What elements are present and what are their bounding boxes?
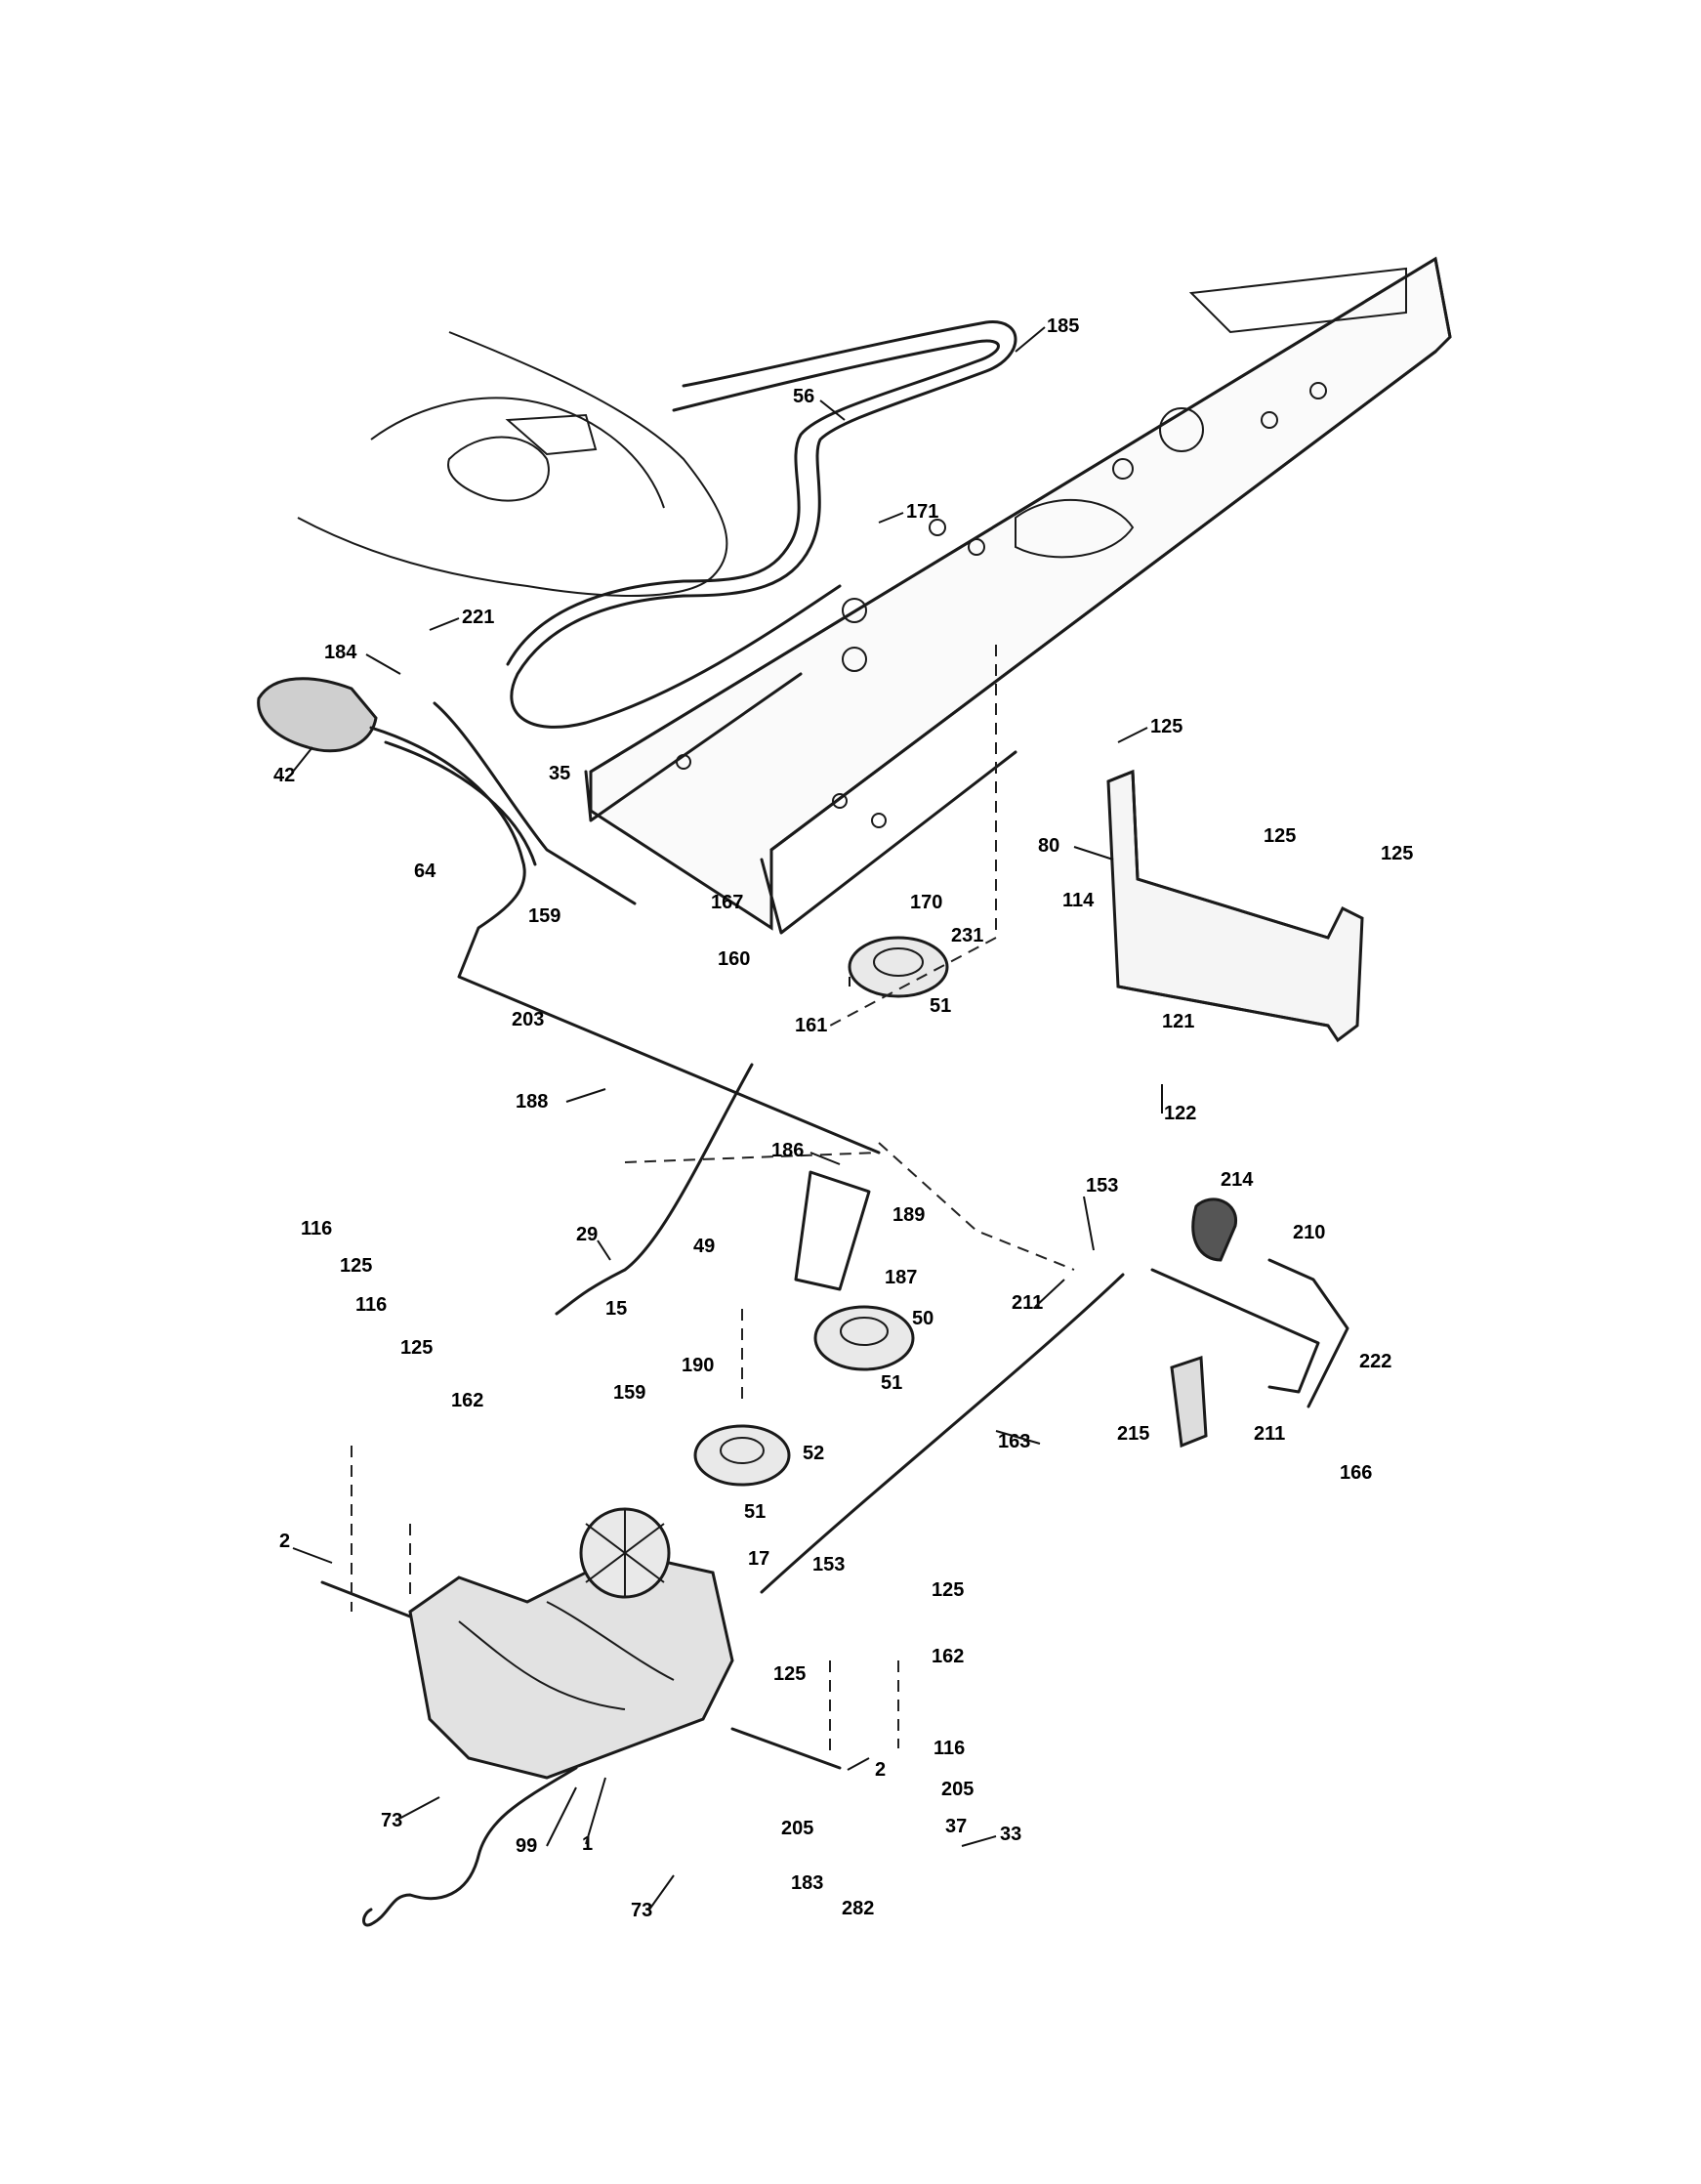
callout-221: 221	[462, 607, 494, 628]
callout-42: 42	[273, 765, 295, 786]
callout-50: 50	[912, 1308, 933, 1329]
callout-159-top: 159	[528, 905, 560, 927]
callout-73-bottom: 73	[631, 1900, 652, 1921]
callout-121: 121	[1162, 1011, 1194, 1032]
callout-125-center-top: 125	[932, 1579, 964, 1601]
callout-190: 190	[682, 1355, 714, 1376]
callout-167: 167	[711, 892, 743, 913]
callout-214: 214	[1221, 1169, 1254, 1191]
callout-125-top: 125	[1150, 716, 1182, 737]
callout-159-bottom: 159	[613, 1382, 645, 1404]
callout-2-left: 2	[279, 1531, 290, 1552]
callout-125-right: 125	[1381, 843, 1413, 864]
main-frame	[584, 256, 1452, 935]
brake-pedal-assembly	[1150, 1197, 1349, 1449]
callout-205-right: 205	[941, 1779, 974, 1800]
callout-80: 80	[1038, 835, 1059, 857]
reference-lines	[351, 645, 1075, 1758]
callout-170: 170	[910, 892, 942, 913]
callout-64: 64	[414, 861, 436, 882]
callout-163: 163	[998, 1431, 1030, 1452]
idler-pulley-231	[848, 936, 949, 998]
transaxle	[320, 1507, 842, 1780]
callout-183: 183	[791, 1872, 823, 1894]
callout-162-right: 162	[932, 1646, 964, 1667]
leader-lines	[292, 326, 1163, 1911]
callout-203: 203	[512, 1009, 544, 1030]
callout-125-left-top: 125	[340, 1255, 372, 1277]
callout-186: 186	[771, 1140, 804, 1161]
callout-15: 15	[605, 1298, 627, 1320]
callout-231: 231	[951, 925, 983, 946]
callout-99: 99	[516, 1835, 537, 1857]
callout-161: 161	[795, 1015, 827, 1036]
callout-185: 185	[1047, 315, 1079, 337]
callout-labels: 185 56 171 221 184 42 35 64 125 80 125 1…	[273, 315, 1413, 1921]
callout-188: 188	[516, 1091, 548, 1113]
callout-282: 282	[842, 1898, 874, 1919]
callout-153-right: 153	[1086, 1175, 1118, 1197]
callout-125-mid: 125	[1264, 825, 1296, 847]
callout-17: 17	[748, 1548, 769, 1570]
callout-51-mid: 51	[881, 1372, 902, 1394]
callout-160: 160	[718, 948, 750, 970]
drive-belt	[506, 320, 1017, 729]
callout-49: 49	[693, 1236, 715, 1257]
callout-187: 187	[885, 1267, 917, 1288]
mower-hood-illustration	[297, 331, 728, 597]
idler-pulley-50	[813, 1305, 915, 1371]
callout-73-left: 73	[381, 1810, 402, 1831]
idler-bracket-189	[794, 1170, 871, 1291]
callout-211-right: 211	[1254, 1423, 1285, 1445]
callout-1: 1	[582, 1833, 593, 1855]
callout-51-top: 51	[930, 995, 951, 1017]
callout-211-left: 211	[1012, 1292, 1043, 1314]
idler-pulley-52	[693, 1424, 791, 1487]
callout-171: 171	[906, 501, 938, 523]
linkage-rods	[555, 1063, 1125, 1594]
callout-153-center: 153	[812, 1554, 845, 1575]
callout-210: 210	[1293, 1222, 1325, 1243]
callout-37: 37	[945, 1816, 967, 1837]
callout-162-left: 162	[451, 1390, 483, 1411]
callout-166: 166	[1340, 1462, 1372, 1484]
callout-125-left-mid: 125	[400, 1337, 433, 1359]
callout-184: 184	[324, 642, 357, 663]
callout-122: 122	[1164, 1103, 1196, 1124]
callout-52: 52	[803, 1443, 824, 1464]
callout-29: 29	[576, 1224, 598, 1245]
callout-189: 189	[892, 1204, 925, 1226]
callout-114: 114	[1062, 890, 1095, 911]
callout-116-mid: 116	[355, 1294, 387, 1316]
callout-51-bottom: 51	[744, 1501, 766, 1523]
callout-33: 33	[1000, 1824, 1021, 1845]
callout-2-right: 2	[875, 1759, 886, 1781]
callout-215: 215	[1117, 1423, 1149, 1445]
callout-125-center: 125	[773, 1663, 806, 1685]
callout-116-right: 116	[933, 1738, 965, 1759]
callout-116-top: 116	[301, 1218, 332, 1239]
callout-205-left: 205	[781, 1818, 813, 1839]
callout-35: 35	[549, 763, 570, 784]
frame-bracket	[1106, 769, 1364, 1043]
callout-56: 56	[793, 386, 814, 407]
callout-222: 222	[1359, 1351, 1391, 1372]
rod-99	[362, 1766, 578, 1927]
steering-grip-and-shaft	[257, 677, 881, 1155]
